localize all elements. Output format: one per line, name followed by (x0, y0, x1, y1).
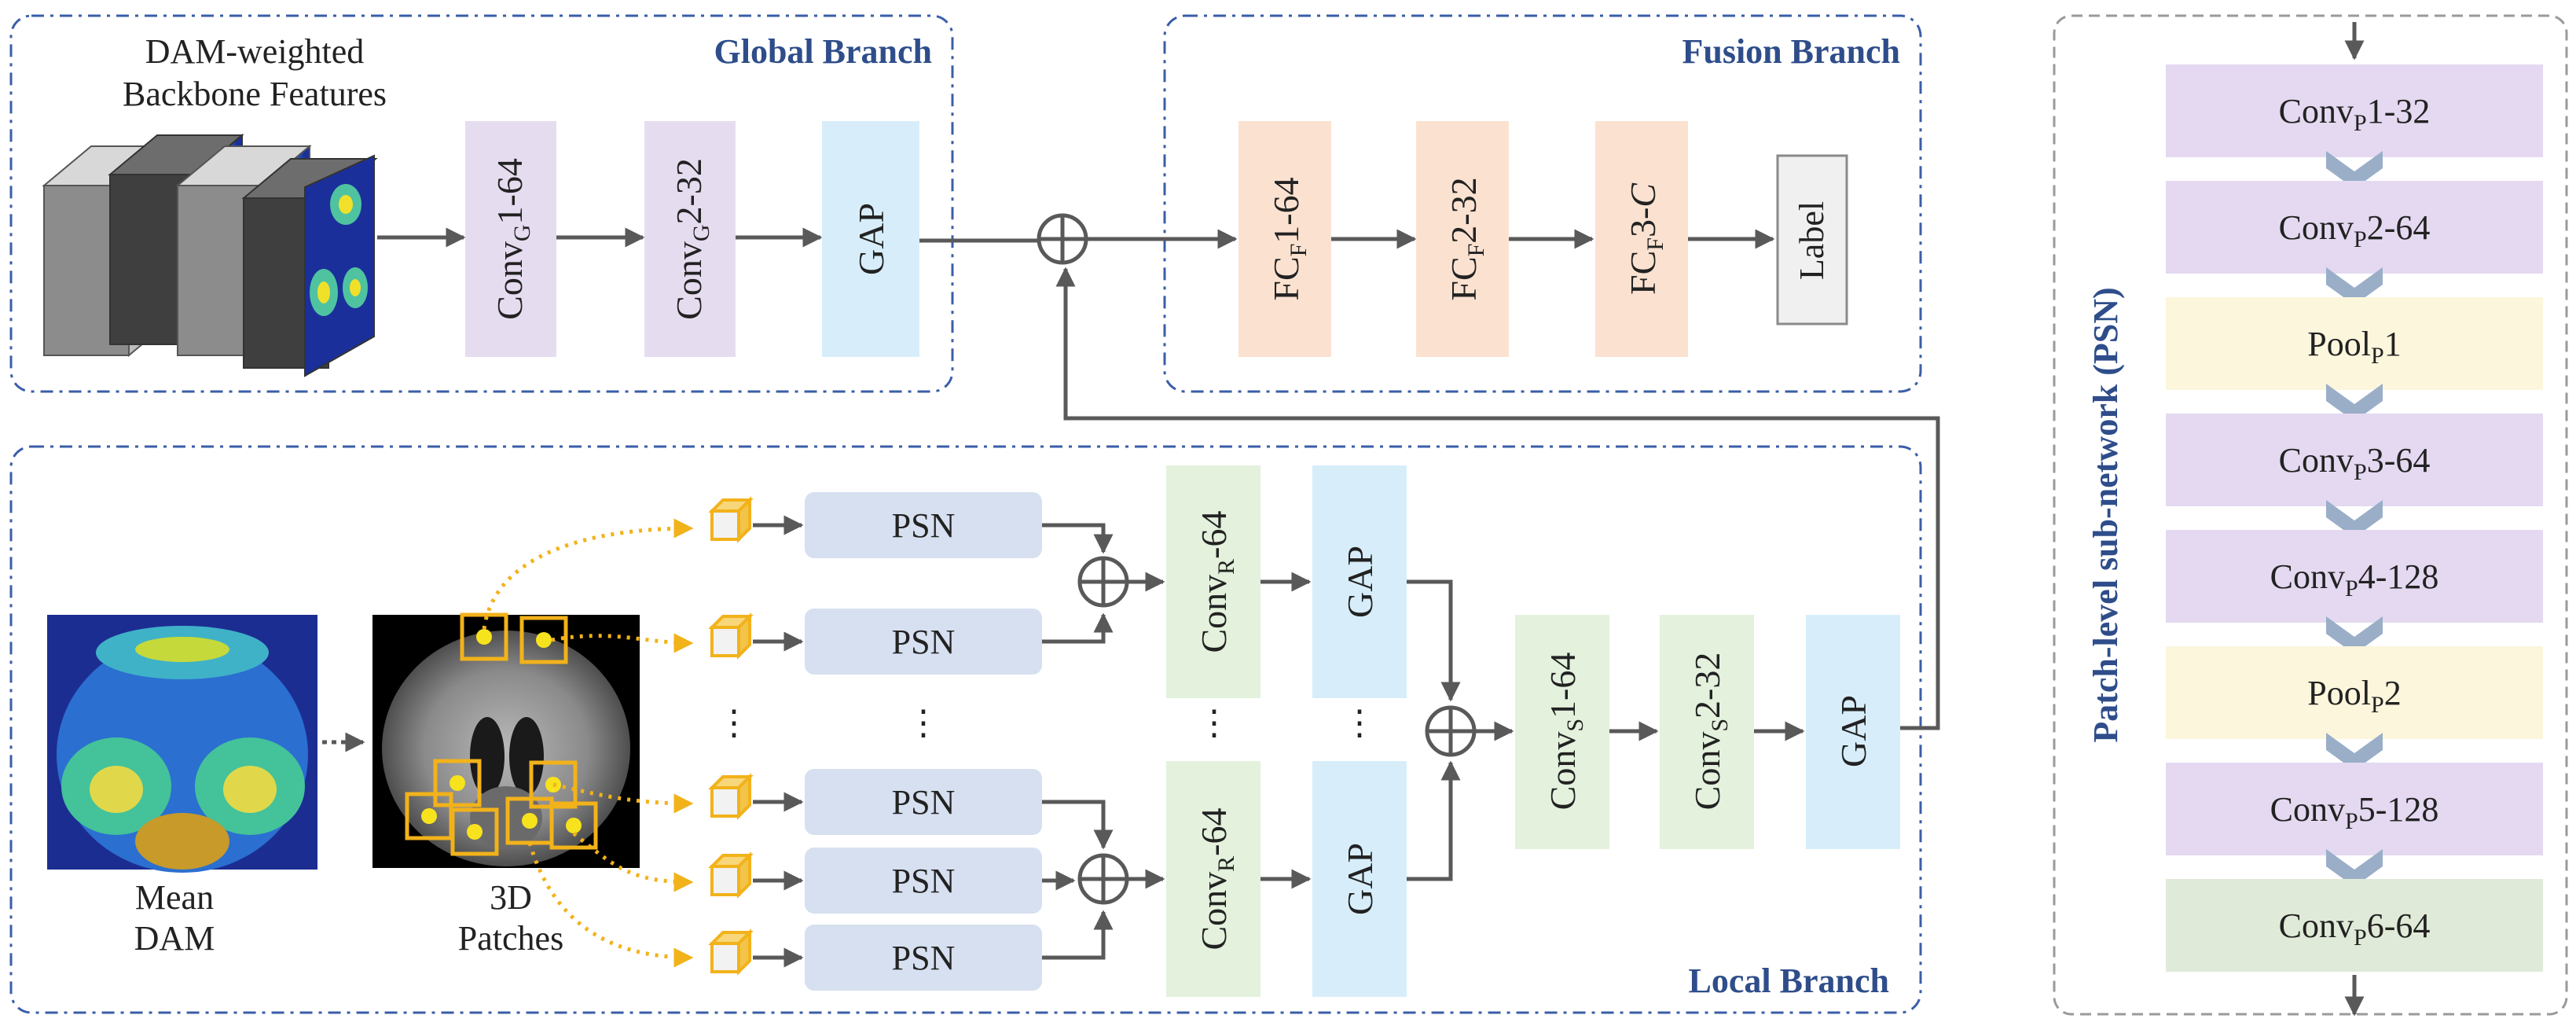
svg-text:ConvP6-64: ConvP6-64 (2279, 906, 2431, 951)
region-gap-top: GAP (1312, 465, 1407, 698)
psn-box-3: PSN (805, 769, 1042, 835)
svg-text:ConvP2-64: ConvP2-64 (2279, 208, 2431, 252)
ellipsis-gap: ⋮ (1342, 704, 1377, 742)
svg-text:GAP: GAP (1340, 546, 1380, 618)
svg-text:PSN: PSN (892, 939, 956, 977)
psn-layer-4: ConvP3-64 (2166, 414, 2543, 538)
svg-text:ConvP5-128: ConvP5-128 (2270, 790, 2439, 834)
psn-layer-3: PoolP1 (2166, 297, 2543, 421)
psn-box-1: PSN (805, 492, 1042, 558)
patch-connectors (482, 518, 694, 968)
svg-text:PSN: PSN (892, 623, 956, 661)
concat-global-local (1037, 213, 1088, 265)
patch-cube-2 (708, 612, 754, 660)
svg-text:ConvG2-32: ConvG2-32 (669, 158, 714, 320)
svg-text:ConvS2-32: ConvS2-32 (1687, 653, 1733, 811)
fusion-layer-1: FCF1-64 (1238, 121, 1331, 357)
psn-layer-6: PoolP2 (2166, 646, 2543, 770)
psn-box-2: PSN (805, 609, 1042, 675)
svg-text:FCF2-32: FCF2-32 (1444, 177, 1489, 300)
global-branch-title: Global Branch (714, 32, 933, 71)
concat-subject (1425, 705, 1477, 757)
cube-to-psn-arrows (753, 515, 804, 968)
backbone-caption-line2: Backbone Features (123, 75, 387, 113)
svg-text:PSN: PSN (892, 862, 956, 900)
global-gap: GAP (822, 121, 919, 357)
region-gap-bottom: GAP (1312, 761, 1407, 997)
svg-text:GAP: GAP (1340, 843, 1380, 915)
fusion-branch-title: Fusion Branch (1682, 32, 1900, 71)
patches-caption-line1: 3D (490, 878, 532, 917)
svg-text:ConvG1-64: ConvG1-64 (490, 158, 535, 320)
psn-layer-stack: ConvP1-32ConvP2-64PoolP1ConvP3-64ConvP4-… (2166, 64, 2543, 972)
svg-text:PSN: PSN (892, 506, 956, 545)
ellipsis-convr: ⋮ (1197, 704, 1231, 742)
patch-cube-5 (708, 929, 754, 976)
region-conv-bottom: ConvR-64 (1166, 761, 1260, 997)
local-branch-frame (9, 445, 1922, 1014)
fusion-layer-3: FCF3-C (1595, 121, 1688, 357)
psn-layer-8: ConvP6-64 (2166, 879, 2543, 972)
mean-dam-caption-line2: DAM (134, 919, 215, 958)
psn-box-4: PSN (805, 848, 1042, 914)
subject-gap: GAP (1806, 615, 1900, 849)
global-layer-1: ConvG1-64 (465, 121, 556, 357)
psn-title: Patch-level sub-network (PSN) (2086, 287, 2125, 742)
patch-cube-1 (708, 496, 754, 543)
concat-region-top (1077, 556, 1129, 608)
svg-text:GAP: GAP (851, 203, 891, 275)
psn-to-concat-bottom (1042, 800, 1114, 960)
concat-region-bottom (1077, 853, 1129, 905)
output-label: Label (1776, 154, 1848, 325)
svg-text:GAP: GAP (1833, 695, 1873, 767)
psn-layer-1: ConvP1-32 (2166, 64, 2543, 189)
svg-text:PoolP1: PoolP1 (2307, 325, 2401, 369)
patch-cube-4 (708, 851, 754, 899)
fusion-layer-2: FCF2-32 (1416, 121, 1509, 357)
subject-layer-2: ConvS2-32 (1660, 615, 1754, 849)
psn-box-5: PSN (805, 925, 1042, 991)
mean-dam-caption-line1: Mean (135, 878, 214, 917)
svg-text:ConvP3-64: ConvP3-64 (2279, 441, 2431, 485)
local-branch-title: Local Branch (1689, 962, 1889, 1000)
region-conv-top: ConvR-64 (1166, 465, 1260, 698)
svg-text:ConvP1-32: ConvP1-32 (2279, 92, 2431, 136)
mean-dam-image (47, 615, 317, 873)
psn-layer-7: ConvP5-128 (2166, 763, 2543, 887)
patch-markers (405, 612, 598, 856)
psn-layer-2: ConvP2-64 (2166, 181, 2543, 305)
svg-text:ConvR-64: ConvR-64 (1194, 510, 1239, 653)
psn-layer-5: ConvP4-128 (2166, 530, 2543, 654)
svg-text:ConvR-64: ConvR-64 (1194, 807, 1239, 950)
global-layer-2: ConvG2-32 (644, 121, 736, 357)
gap-to-concat-subject (1407, 579, 1461, 881)
ellipsis-psn: ⋮ (906, 704, 941, 742)
subject-layer-1: ConvS1-64 (1515, 615, 1609, 849)
svg-text:PoolP2: PoolP2 (2307, 674, 2401, 718)
svg-text:FCF1-64: FCF1-64 (1266, 177, 1312, 300)
backbone-caption-line1: DAM-weighted (145, 32, 365, 71)
patch-cube-3 (708, 773, 754, 820)
psn-frame (2053, 14, 2568, 1016)
arrow-local-to-concat (1055, 267, 1940, 730)
svg-text:FCF3-C: FCF3-C (1623, 182, 1668, 295)
svg-text:ConvP4-128: ConvP4-128 (2270, 557, 2439, 601)
svg-text:PSN: PSN (892, 783, 956, 822)
ellipsis-cubes: ⋮ (717, 704, 751, 742)
backbone-feature-stack (42, 133, 378, 377)
mri-slice (372, 615, 640, 868)
fusion-branch-frame (1163, 14, 1922, 393)
svg-text:ConvS1-64: ConvS1-64 (1543, 653, 1588, 811)
svg-text:Label: Label (1793, 201, 1831, 280)
patch-centers (421, 629, 582, 840)
psn-to-concat-top (1042, 523, 1114, 644)
patches-caption-line2: Patches (458, 919, 563, 958)
